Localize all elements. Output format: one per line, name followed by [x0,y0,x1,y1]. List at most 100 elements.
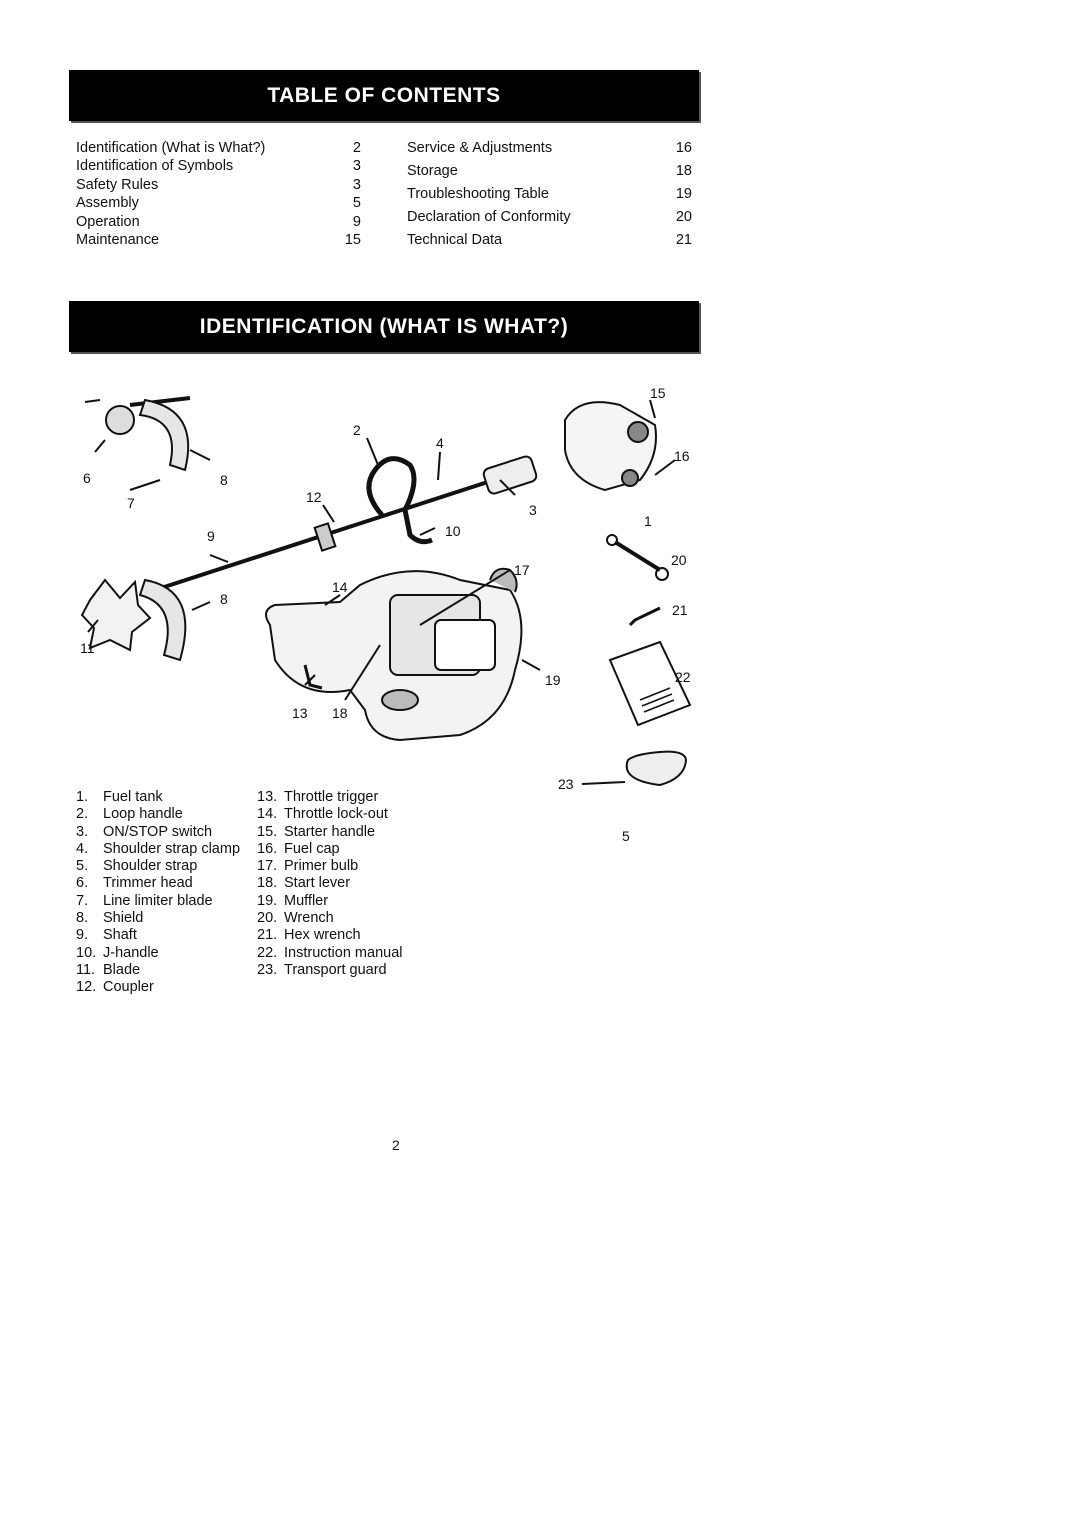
legend-item: 16.Fuel cap [257,841,402,858]
legend-item: 15.Starter handle [257,824,402,841]
legend-item: 17. Primer bulb [257,858,402,875]
toc-entry[interactable]: Safety Rules [76,177,158,193]
engine-drawing [482,401,657,495]
callout-13: 13 [292,705,308,721]
callout-3: 3 [529,502,537,518]
toc-entry[interactable]: Operation [76,214,140,230]
legend-label: Line limiter blade [103,892,213,909]
legend-item: 8.Shield [76,910,240,927]
legend-item: 22. Instruction manual [257,945,402,962]
legend-number: 18. [257,875,278,892]
callout-18: 18 [332,705,348,721]
legend-label: Start lever [284,875,351,892]
callout-9: 9 [207,528,215,544]
toc-entry-page: 19 [675,186,692,202]
legend-label: Shoulder strap [103,858,198,875]
legend-item: 10.J-handle [76,945,240,962]
legend-label: Coupler [103,979,154,996]
toc-entry[interactable]: Service & Adjustments [407,140,552,156]
hex-wrench-drawing [628,606,661,627]
leader-9 [209,554,229,563]
toc-entry-label: Operation [76,214,140,230]
toc-entry-page: 9 [352,214,361,230]
toc-entry-label: Identification (What is What?) [76,140,266,156]
upper-shield-drawing [138,398,190,472]
parts-diagram: 15 16 2 4 6 8 7 12 3 1 9 10 17 20 14 8 2… [80,385,692,790]
legend-label: Hex wrench [284,927,361,944]
legend-label: Transport guard [284,961,387,978]
leader-12 [322,504,335,523]
toc-entry[interactable]: Identification of Symbols [76,158,233,174]
toc-entry[interactable]: Maintenance [76,232,159,248]
toc-entry[interactable]: Technical Data [407,232,502,248]
legend-label: Throttle lock-out [284,806,388,823]
loop-handle-drawing [366,456,433,545]
leader-19 [521,659,541,671]
toc-entry-label: Safety Rules [76,177,159,193]
legend-label: Wrench [284,910,334,927]
legend-item: 7.Line limiter blade [76,893,240,910]
leader-23 [581,781,626,785]
identification-banner: IDENTIFICATION (WHAT IS WHAT?) [69,301,699,352]
legend-item: 18. Start lever [257,875,402,892]
callout-2: 2 [353,422,361,438]
legend-label: Fuel cap [284,840,340,857]
callout-22: 22 [675,669,691,685]
toc-entry[interactable]: Storage [407,163,458,179]
leader-15 [649,399,656,419]
legend-label: J-handle [103,944,159,961]
toc-entry-label: Technical Data [407,232,503,248]
legend-number: 19. [257,892,278,909]
legend-number: 6. [76,875,89,892]
legend-number: 21. [257,927,278,944]
toc-entry-page: 15 [344,232,361,248]
legend-number: 2. [76,806,89,823]
identification-title: IDENTIFICATION (WHAT IS WHAT?) [199,314,569,338]
legend-number: 22. [257,944,278,961]
callout-12: 12 [306,489,322,505]
leader-14 [324,594,341,606]
leader-2 [366,437,379,466]
legend-number: 17. [257,858,278,875]
legend-label: Muffler [284,892,329,909]
blade-drawing [80,578,152,652]
callout-14: 14 [332,579,348,595]
leader-11 [87,619,99,633]
legend-number: 3. [76,823,89,840]
callout-8-bottom: 8 [220,591,228,607]
leader-10 [419,527,436,536]
upper-shaft-drawing [129,396,191,407]
legend-number: 14. [257,806,278,823]
toc-entry[interactable]: Assembly [76,195,139,211]
callout-6: 6 [83,470,91,486]
toc-entry-label: Assembly [76,195,139,211]
trimmer-head-drawing [105,405,135,435]
legend-label: Fuel tank [103,789,163,805]
toc-entry[interactable]: Identification (What is What?) [76,140,265,156]
instruction-manual-drawing [608,640,692,727]
leader-8-bottom [191,601,211,611]
toc-entry[interactable]: Troubleshooting Table [407,186,549,202]
leader-17 [419,569,511,626]
leader-16 [654,459,676,476]
legend-item: 9.Shaft [76,927,240,944]
legend-right: 13.Throttle trigger 14.Throttle lock-out… [257,789,402,979]
legend-label: Instruction manual [284,944,403,961]
legend-label: Starter handle [284,823,376,840]
toc-entry-page: 16 [675,140,692,156]
legend-number: 1. [76,789,89,805]
toc-left-column: Identification (What is What?) 2 Identif… [76,140,366,250]
toc-entry-page: 5 [352,195,361,211]
callout-17: 17 [514,562,530,578]
callout-15: 15 [650,385,666,401]
callout-4: 4 [436,435,444,451]
toc-entry-label: Troubleshooting Table [407,186,549,202]
toc-entry-label: Identification of Symbols [76,158,234,174]
toc-entry[interactable]: Declaration of Conformity [407,209,571,225]
callout-5: 5 [622,828,630,844]
legend-item: 1. Fuel tank [76,789,240,806]
legend-label: Blade [103,961,141,978]
legend-label: Primer bulb [284,858,359,875]
legend-number: 12. [76,979,97,996]
legend-number: 23. [257,961,278,978]
